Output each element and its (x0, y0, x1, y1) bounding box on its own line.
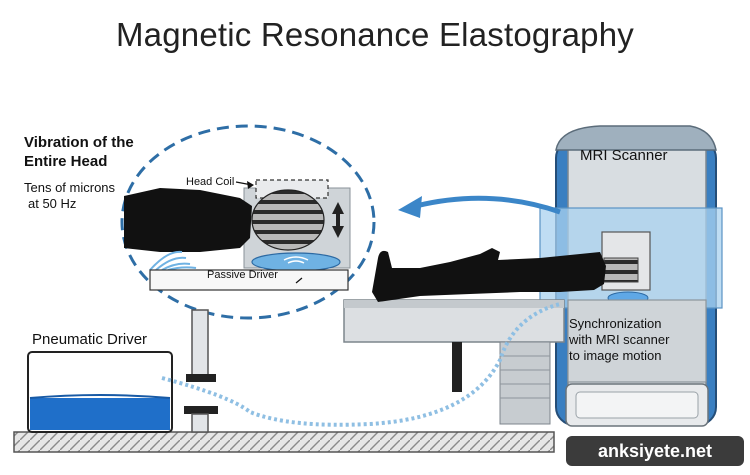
pneumatic-driver-box (27, 351, 173, 433)
page-title: Magnetic Resonance Elastography (115, 16, 634, 53)
mri-scanner-label: MRI Scanner (580, 147, 668, 164)
vibration-title: Vibration of the Entire Head (24, 133, 134, 171)
mri-scanner (539, 125, 723, 427)
sync-line-3: to image motion (569, 348, 662, 363)
sync-line-2: with MRI scanner (569, 332, 670, 347)
support-column (184, 309, 218, 433)
floor (13, 431, 555, 453)
vibration-sub-line-1: Tens of microns (24, 180, 116, 195)
passive-driver-label: Passive Driver (207, 269, 278, 281)
vibration-title-line-2: Entire Head (24, 153, 108, 170)
vibration-title-line-1: Vibration of the (24, 134, 134, 151)
motion-arrow (415, 195, 561, 215)
pneumatic-tube (161, 302, 561, 427)
vibration-subtitle: Tens of microns at 50 Hz (24, 180, 115, 212)
zoom-callout (120, 124, 376, 320)
vibration-sub-line-2: at 50 Hz (28, 196, 77, 211)
watermark: anksiyete.net (566, 436, 744, 466)
patient-silhouette (372, 248, 606, 302)
head-coil-label: Head Coil (186, 176, 235, 188)
sync-line-1: Synchronization (569, 316, 662, 331)
synchronization-label: Synchronization with MRI scanner to imag… (569, 316, 719, 364)
pneumatic-driver-label: Pneumatic Driver (32, 331, 148, 348)
